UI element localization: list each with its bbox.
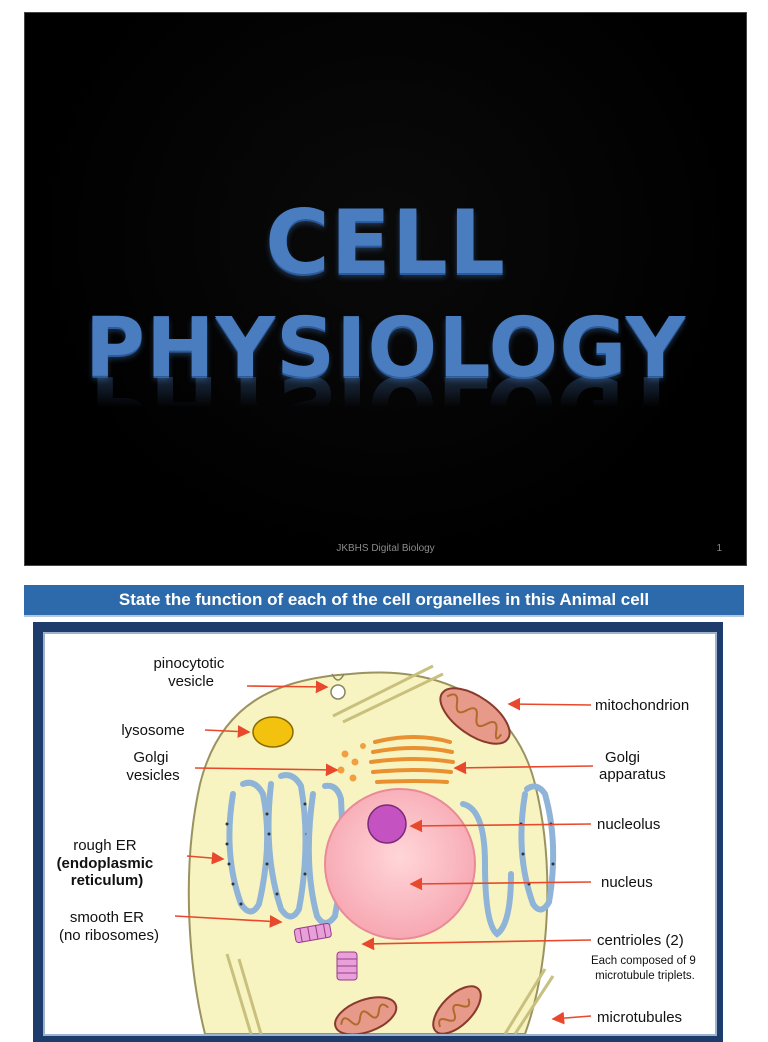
label-nucleolus: nucleolus bbox=[597, 816, 660, 833]
label-centrioles-note: Each composed of 9 microtubule triplets. bbox=[591, 955, 699, 982]
label-lysosome: lysosome bbox=[121, 722, 184, 739]
title-line-1: CELL bbox=[265, 191, 506, 294]
organelle-slide: State the function of each of the cell o… bbox=[0, 576, 768, 1042]
label-mitochondrion: mitochondrion bbox=[595, 697, 689, 714]
label-microtubules: microtubules bbox=[597, 1009, 682, 1026]
page-number: 1 bbox=[716, 543, 722, 554]
animal-cell-diagram: pinocytotic vesicle lysosome Golgi vesic… bbox=[57, 655, 699, 1036]
smooth-er bbox=[305, 782, 346, 926]
golgi-apparatus bbox=[369, 735, 455, 784]
rough-er bbox=[226, 772, 309, 920]
title-slide: CELL PHYSIOLOGY PHYSIOLOGY JKBHS Digital… bbox=[24, 12, 747, 566]
title-reflection: PHYSIOLOGY bbox=[89, 369, 682, 439]
microtubules bbox=[225, 953, 555, 1035]
label-nucleus: nucleus bbox=[601, 874, 653, 891]
label-smooth-er: smooth ER (no ribosomes) bbox=[59, 909, 159, 944]
mitochondrion bbox=[439, 687, 511, 745]
diagram-frame: pinocytotic vesicle lysosome Golgi vesic… bbox=[33, 622, 723, 1042]
label-centrioles: centrioles (2) bbox=[597, 932, 684, 949]
label-pinocytotic-vesicle: pinocytotic vesicle bbox=[153, 655, 228, 690]
label-golgi-apparatus: Golgi apparatus bbox=[599, 749, 666, 783]
label-golgi-vesicles: Golgi vesicles bbox=[126, 749, 179, 784]
lysosome bbox=[252, 716, 294, 748]
nucleolus bbox=[367, 804, 407, 844]
slide-footer: JKBHS Digital Biology bbox=[336, 543, 435, 554]
title-line-2: PHYSIOLOGY bbox=[84, 301, 687, 396]
label-rough-er: rough ER (endoplasmic reticulum) bbox=[57, 837, 158, 889]
slide-banner: State the function of each of the cell o… bbox=[24, 585, 744, 617]
diagram-panel: pinocytotic vesicle lysosome Golgi vesic… bbox=[43, 632, 717, 1036]
centrioles bbox=[293, 922, 358, 981]
pinocytotic-vesicle bbox=[330, 684, 346, 700]
golgi-vesicles bbox=[337, 743, 366, 782]
